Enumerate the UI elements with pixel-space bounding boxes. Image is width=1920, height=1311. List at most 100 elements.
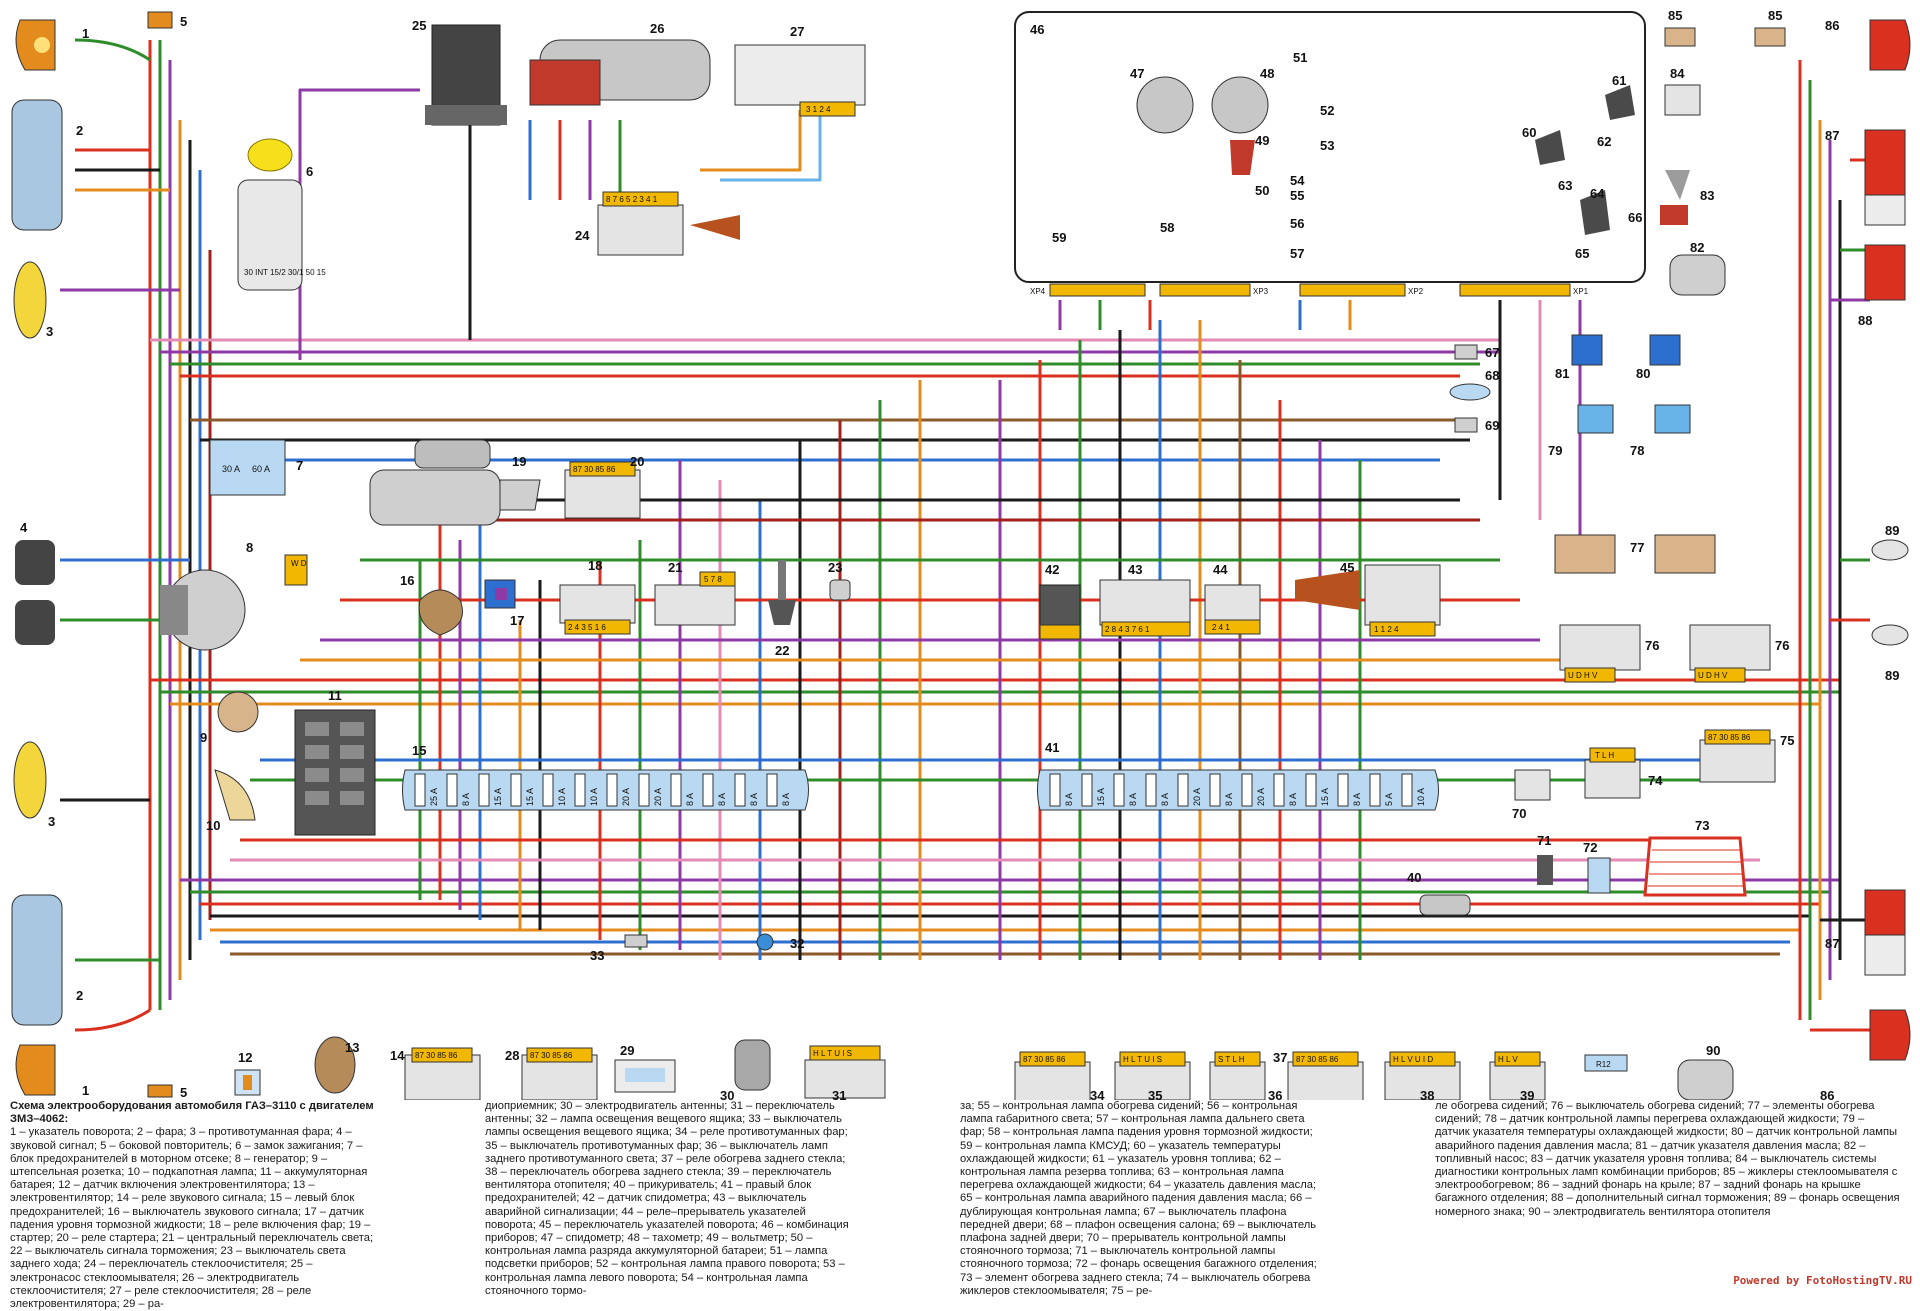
horn: 4 [15,520,55,645]
speed-sensor: 42 [1039,562,1081,640]
left-fuse [478,773,490,807]
label-33: 33 [590,948,604,963]
label-12: 12 [238,1050,252,1065]
label-68: 68 [1485,368,1499,383]
turn-signal-front-right: 1 [15,1044,89,1098]
left-fuse-rating: 10 A [589,788,599,806]
right-fuse-rating: 10 A [1416,788,1426,806]
label-83: 83 [1700,188,1714,203]
turn-flasher-relay: 2 4 1 44 [1204,562,1261,635]
label-61: 61 [1612,73,1626,88]
right-fuse-rating: 5 A [1384,793,1394,806]
antenna-motor: 30 [720,1039,771,1100]
label-1: 1 [82,26,89,41]
label-21: 21 [668,560,682,575]
label-32: 32 [790,936,804,951]
fuel-level-sensor: 83 [1660,170,1714,225]
label-9: 9 [200,730,207,745]
central-light-switch: 5 7 8 21 [654,560,736,626]
label-63: 63 [1558,178,1572,193]
left-fuse-rating: 8 A [685,793,695,806]
label-67: 67 [1485,345,1499,360]
parking-brake-interrupter: 70 [1512,769,1551,821]
left-fuse [542,773,554,807]
rear-defrost-switch: H L V U I D 38 [1384,1051,1461,1100]
fog-light-switch: H L T U I S 35 [1114,1051,1191,1100]
right-fuse [1113,773,1125,807]
label-5b: 5 [180,1085,187,1100]
side-repeater-front-left: 5 [147,11,187,29]
caption-col4: ле обогрева сидений; 76 – выключатель об… [1435,1100,1900,1218]
rear-window-heater: 73 [1643,818,1747,897]
label-85a: 85 [1668,8,1682,23]
oil-pressure-sensor: 81 [1555,334,1603,381]
relay-37-pins: 87 30 85 86 [1296,1055,1339,1064]
fan-relay: 87 30 85 86 28 [505,1047,598,1100]
label-87b: 87 [1825,936,1839,951]
switch-43-pins: 2 8 4 3 7 6 1 [1105,625,1150,634]
label-r12: R12 [1596,1060,1611,1069]
ignition-switch: 30 INT 15/2 30/1 50 15 6 [237,138,326,291]
switch-76a-pins: U D H V [1568,671,1598,680]
switch-21-pins: 5 7 8 [704,575,722,584]
label-87: 87 [1825,128,1839,143]
relay-18-pins: 2 4 3 5 1 6 [568,623,606,632]
right-fuse [1145,773,1157,807]
label-57: 57 [1290,246,1304,261]
ignition-pins: 30 INT 15/2 30/1 50 15 [244,268,326,277]
left-fuse-rating: 8 A [781,793,791,806]
label-17: 17 [510,613,524,628]
right-fuse-rating: 15 A [1320,788,1330,806]
turn-signal-front-left: 1 [15,19,89,71]
left-fuse-rating: 25 A [429,788,439,806]
left-fuse-rating: 20 A [653,788,663,806]
label-51: 51 [1293,50,1307,65]
diagnostic-switch: 84 [1664,66,1701,116]
overheat-sensor: 78 [1630,404,1691,458]
hosting-credit[interactable]: Powered by FotoHostingTV.RU [1733,1274,1912,1287]
switch-31-pins: H L T U I S [813,1049,852,1058]
label-37: 37 [1273,1050,1287,1065]
label-76: 76 [1645,638,1659,653]
left-fuse [574,773,586,807]
label-66: 66 [1628,210,1642,225]
label-36: 36 [1268,1088,1282,1100]
left-fuse-rating: 8 A [461,793,471,806]
relay-44-pins: 2 4 1 [1212,623,1230,632]
connector-xp1: XP1 [1573,287,1589,296]
label-3: 3 [46,324,53,339]
label-70: 70 [1512,806,1526,821]
label-41: 41 [1045,740,1059,755]
label-52: 52 [1320,103,1334,118]
extra-brake-light: 88 [1858,244,1906,328]
label-4: 4 [20,520,28,535]
label-80: 80 [1636,366,1650,381]
fan-switch-sensor: 12 [234,1050,261,1096]
label-1b: 1 [82,1083,89,1098]
label-73: 73 [1695,818,1709,833]
fuel-pump: 82 [1669,240,1726,296]
rear-wing-lamp-top: 86 [1825,18,1911,71]
left-fuse-rating: 10 A [557,788,567,806]
label-23: 23 [828,560,842,575]
label-85b: 85 [1768,8,1782,23]
left-fuse [638,773,650,807]
label-28: 28 [505,1048,519,1063]
label-59: 59 [1052,230,1066,245]
left-fuse-rating: 8 A [749,793,759,806]
right-fuse-rating: 8 A [1352,793,1362,806]
wiring-diagram: 1 5 2 3 4 3 2 [11,8,1911,1100]
fuse-30a: 30 A [222,464,240,474]
heater-fan-motor: 90 [1677,1043,1734,1100]
right-fuse [1337,773,1349,807]
headlight-relay: 2 4 3 5 1 6 18 [559,558,636,635]
label-65: 65 [1575,246,1589,261]
label-42: 42 [1045,562,1059,577]
trunk-lamp: 72 [1583,840,1611,894]
label-43: 43 [1128,562,1142,577]
label-18: 18 [588,558,602,573]
right-fuse [1401,773,1413,807]
label-72: 72 [1583,840,1597,855]
right-fuse [1305,773,1317,807]
right-fuse [1369,773,1381,807]
